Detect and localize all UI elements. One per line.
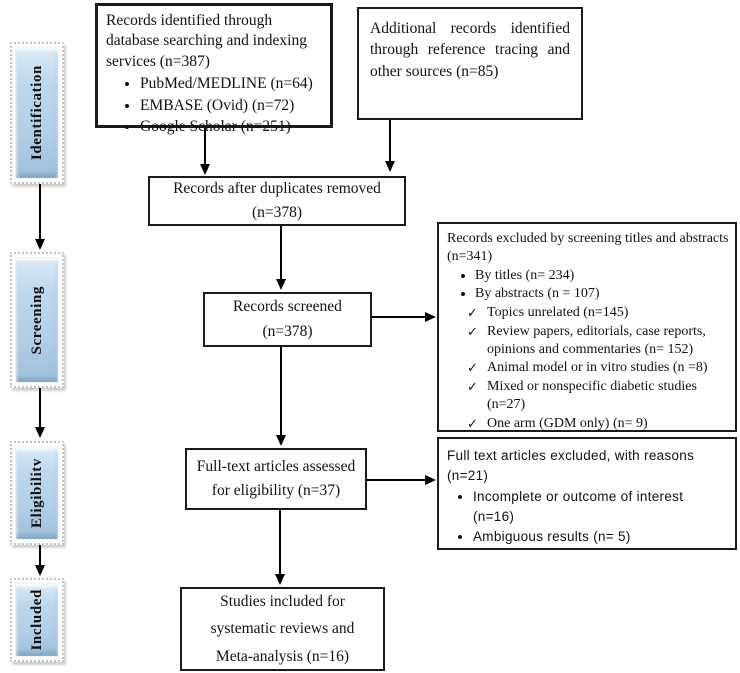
check-item-text: Mixed or nonspecific diabetic studies (n… — [487, 379, 697, 412]
arrow-screened-to-excluded — [372, 312, 436, 322]
list-item: By titles (n= 234) — [475, 267, 729, 285]
check-item-text: One arm (GDM only) (n= 9) — [487, 415, 648, 431]
box-excluded-fulltext: Full text articles excluded, with reason… — [437, 437, 737, 550]
stage-screening: Screening — [10, 252, 64, 388]
stage-bevel: Included — [15, 583, 59, 657]
check-item: ✓ One arm (GDM only) (n= 9) — [467, 415, 729, 433]
stage-label: Identification — [28, 65, 45, 161]
included-line1: Studies included for — [220, 593, 345, 611]
arrow-screened-to-fulltext — [276, 347, 286, 446]
list-item: Google Scholar (n=251) — [140, 117, 322, 137]
check-icon: ✓ — [467, 379, 478, 395]
box-studies-included: Studies included for systematic reviews … — [180, 587, 385, 671]
check-icon: ✓ — [467, 360, 478, 376]
box-additional-records-text: Additional records identified through re… — [370, 20, 570, 80]
box-records-identified: Records identified through database sear… — [95, 3, 333, 135]
fulltext-line1: Full-text articles assessed — [196, 457, 356, 475]
check-item: ✓ Animal model or in vitro studies (n =8… — [467, 359, 729, 377]
box-screened-line2: (n=378) — [262, 322, 313, 340]
arrow-fulltext-to-excluded — [367, 475, 436, 485]
arrow-db-to-duplicates — [200, 128, 210, 175]
box-duplicates-removed: Records after duplicates removed (n=378) — [148, 176, 406, 226]
check-item: ✓ Mixed or nonspecific diabetic studies … — [467, 378, 729, 414]
stage-label: Included — [28, 589, 45, 651]
check-icon: ✓ — [467, 323, 478, 339]
stage-bevel: Screening — [15, 257, 59, 383]
stage-bevel: Eligibilitv — [15, 446, 59, 540]
box-fulltext-assessed: Full-text articles assessed for eligibil… — [185, 448, 367, 510]
stage-bevel: Identification — [15, 47, 59, 179]
box-additional-records: Additional records identified through re… — [357, 7, 583, 120]
excluded-fulltext-list: Incomplete or outcome of interest (n=16)… — [447, 487, 727, 547]
check-item-text: Topics unrelated (n=145) — [487, 305, 629, 321]
records-identified-list: PubMed/MEDLINE (n=64) EMBASE (Ovid) (n=7… — [106, 74, 322, 137]
arrow-additional-to-duplicates — [385, 120, 395, 172]
list-item: Ambiguous results (n= 5) — [473, 527, 727, 547]
excluded-fulltext-title: Full text articles excluded, with reason… — [447, 448, 695, 483]
check-item: ✓ Review papers, editorials, case report… — [467, 323, 729, 359]
stage-included: Included — [10, 578, 64, 662]
list-item: EMBASE (Ovid) (n=72) — [140, 96, 322, 116]
check-icon: ✓ — [467, 415, 478, 431]
included-line2: systematic reviews and — [210, 620, 355, 638]
excluded-screening-sublist: ✓ Topics unrelated (n=145) ✓ Review pape… — [467, 304, 729, 432]
arrow-eligibility-to-included — [35, 545, 45, 576]
list-item: By abstracts (n = 107) — [475, 285, 729, 303]
excluded-screening-list: By titles (n= 234) By abstracts (n = 107… — [447, 267, 729, 304]
stage-identification: Identification — [10, 42, 64, 184]
excluded-screening-title: Records excluded by screening titles and… — [447, 231, 729, 264]
included-line3: Meta-analysis (n=16) — [215, 647, 350, 665]
check-icon: ✓ — [467, 305, 478, 321]
box-excluded-screening: Records excluded by screening titles and… — [437, 222, 737, 432]
check-item-text: Animal model or in vitro studies (n =8) — [487, 360, 708, 376]
box-records-identified-text: Records identified through database sear… — [106, 12, 307, 70]
stage-label: Eligibilitv — [28, 458, 45, 528]
stage-eligibility: Eligibilitv — [10, 441, 64, 545]
box-screened-line1: Records screened — [233, 298, 342, 316]
box-duplicates-line2: (n=378) — [251, 204, 303, 221]
box-records-screened: Records screened (n=378) — [203, 292, 372, 347]
check-item-text: Review papers, editorials, case reports,… — [487, 323, 706, 357]
arrow-duplicates-to-screened — [276, 226, 286, 290]
box-duplicates-line1: Records after duplicates removed — [173, 179, 381, 197]
check-item: ✓ Topics unrelated (n=145) — [467, 304, 729, 322]
arrow-identification-to-screening — [35, 184, 45, 250]
list-item: PubMed/MEDLINE (n=64) — [140, 74, 322, 94]
stage-label: Screening — [28, 285, 45, 355]
fulltext-line2: for eligibility (n=37) — [211, 482, 341, 499]
arrow-fulltext-to-included — [275, 510, 285, 585]
arrow-screening-to-eligibility — [35, 388, 45, 438]
list-item: Incomplete or outcome of interest (n=16) — [473, 487, 727, 526]
